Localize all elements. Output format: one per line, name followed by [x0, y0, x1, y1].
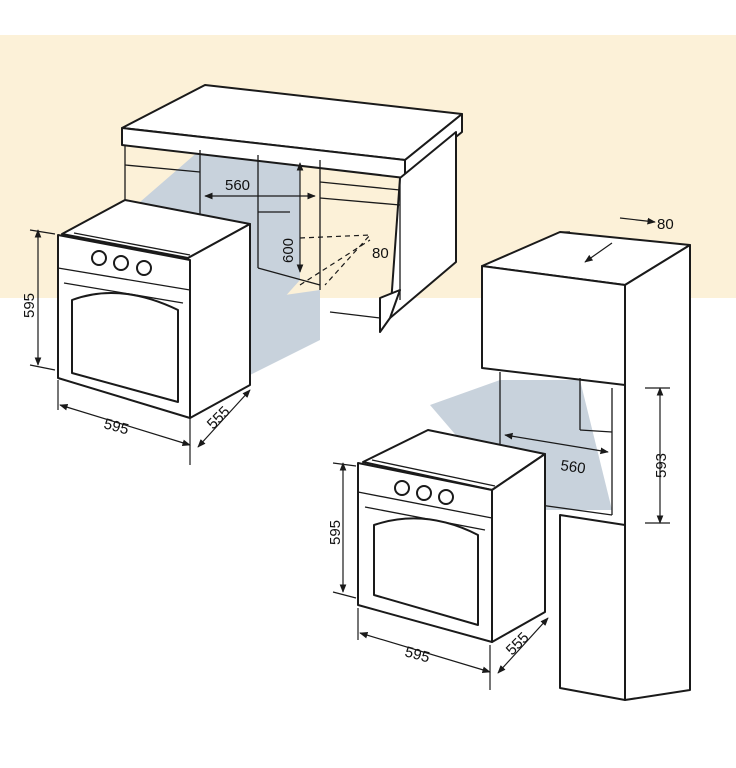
oven-width-label: 595 — [102, 415, 131, 438]
oven-height-label: 595 — [21, 293, 38, 318]
knob-middle-icon — [113, 255, 129, 271]
column-cavity-dimensions: 80 560 593 — [504, 216, 674, 524]
oven-window — [71, 291, 179, 403]
rear-gap-label: 80 — [372, 245, 389, 262]
column-oven-width-label: 595 — [403, 643, 432, 666]
column-knob-middle-icon — [416, 485, 432, 501]
column-knob-left-icon — [394, 480, 410, 496]
under-counter-oven — [57, 199, 251, 419]
cavity-height-label: 600 — [280, 238, 297, 263]
column-knob-right-icon — [438, 489, 454, 505]
knob-left-icon — [91, 250, 107, 266]
column-cavity-height-label: 593 — [653, 453, 670, 478]
top-gap-label: 80 — [657, 216, 674, 233]
column-oven — [357, 429, 546, 643]
column-oven-window — [373, 517, 479, 626]
under-counter-cavity-dimensions: 560 600 80 — [204, 162, 389, 273]
column-oven-height-label: 595 — [327, 520, 344, 545]
cavity-width-label: 560 — [225, 177, 250, 194]
knob-right-icon — [136, 260, 152, 276]
column-cavity-width-label: 560 — [559, 457, 586, 477]
